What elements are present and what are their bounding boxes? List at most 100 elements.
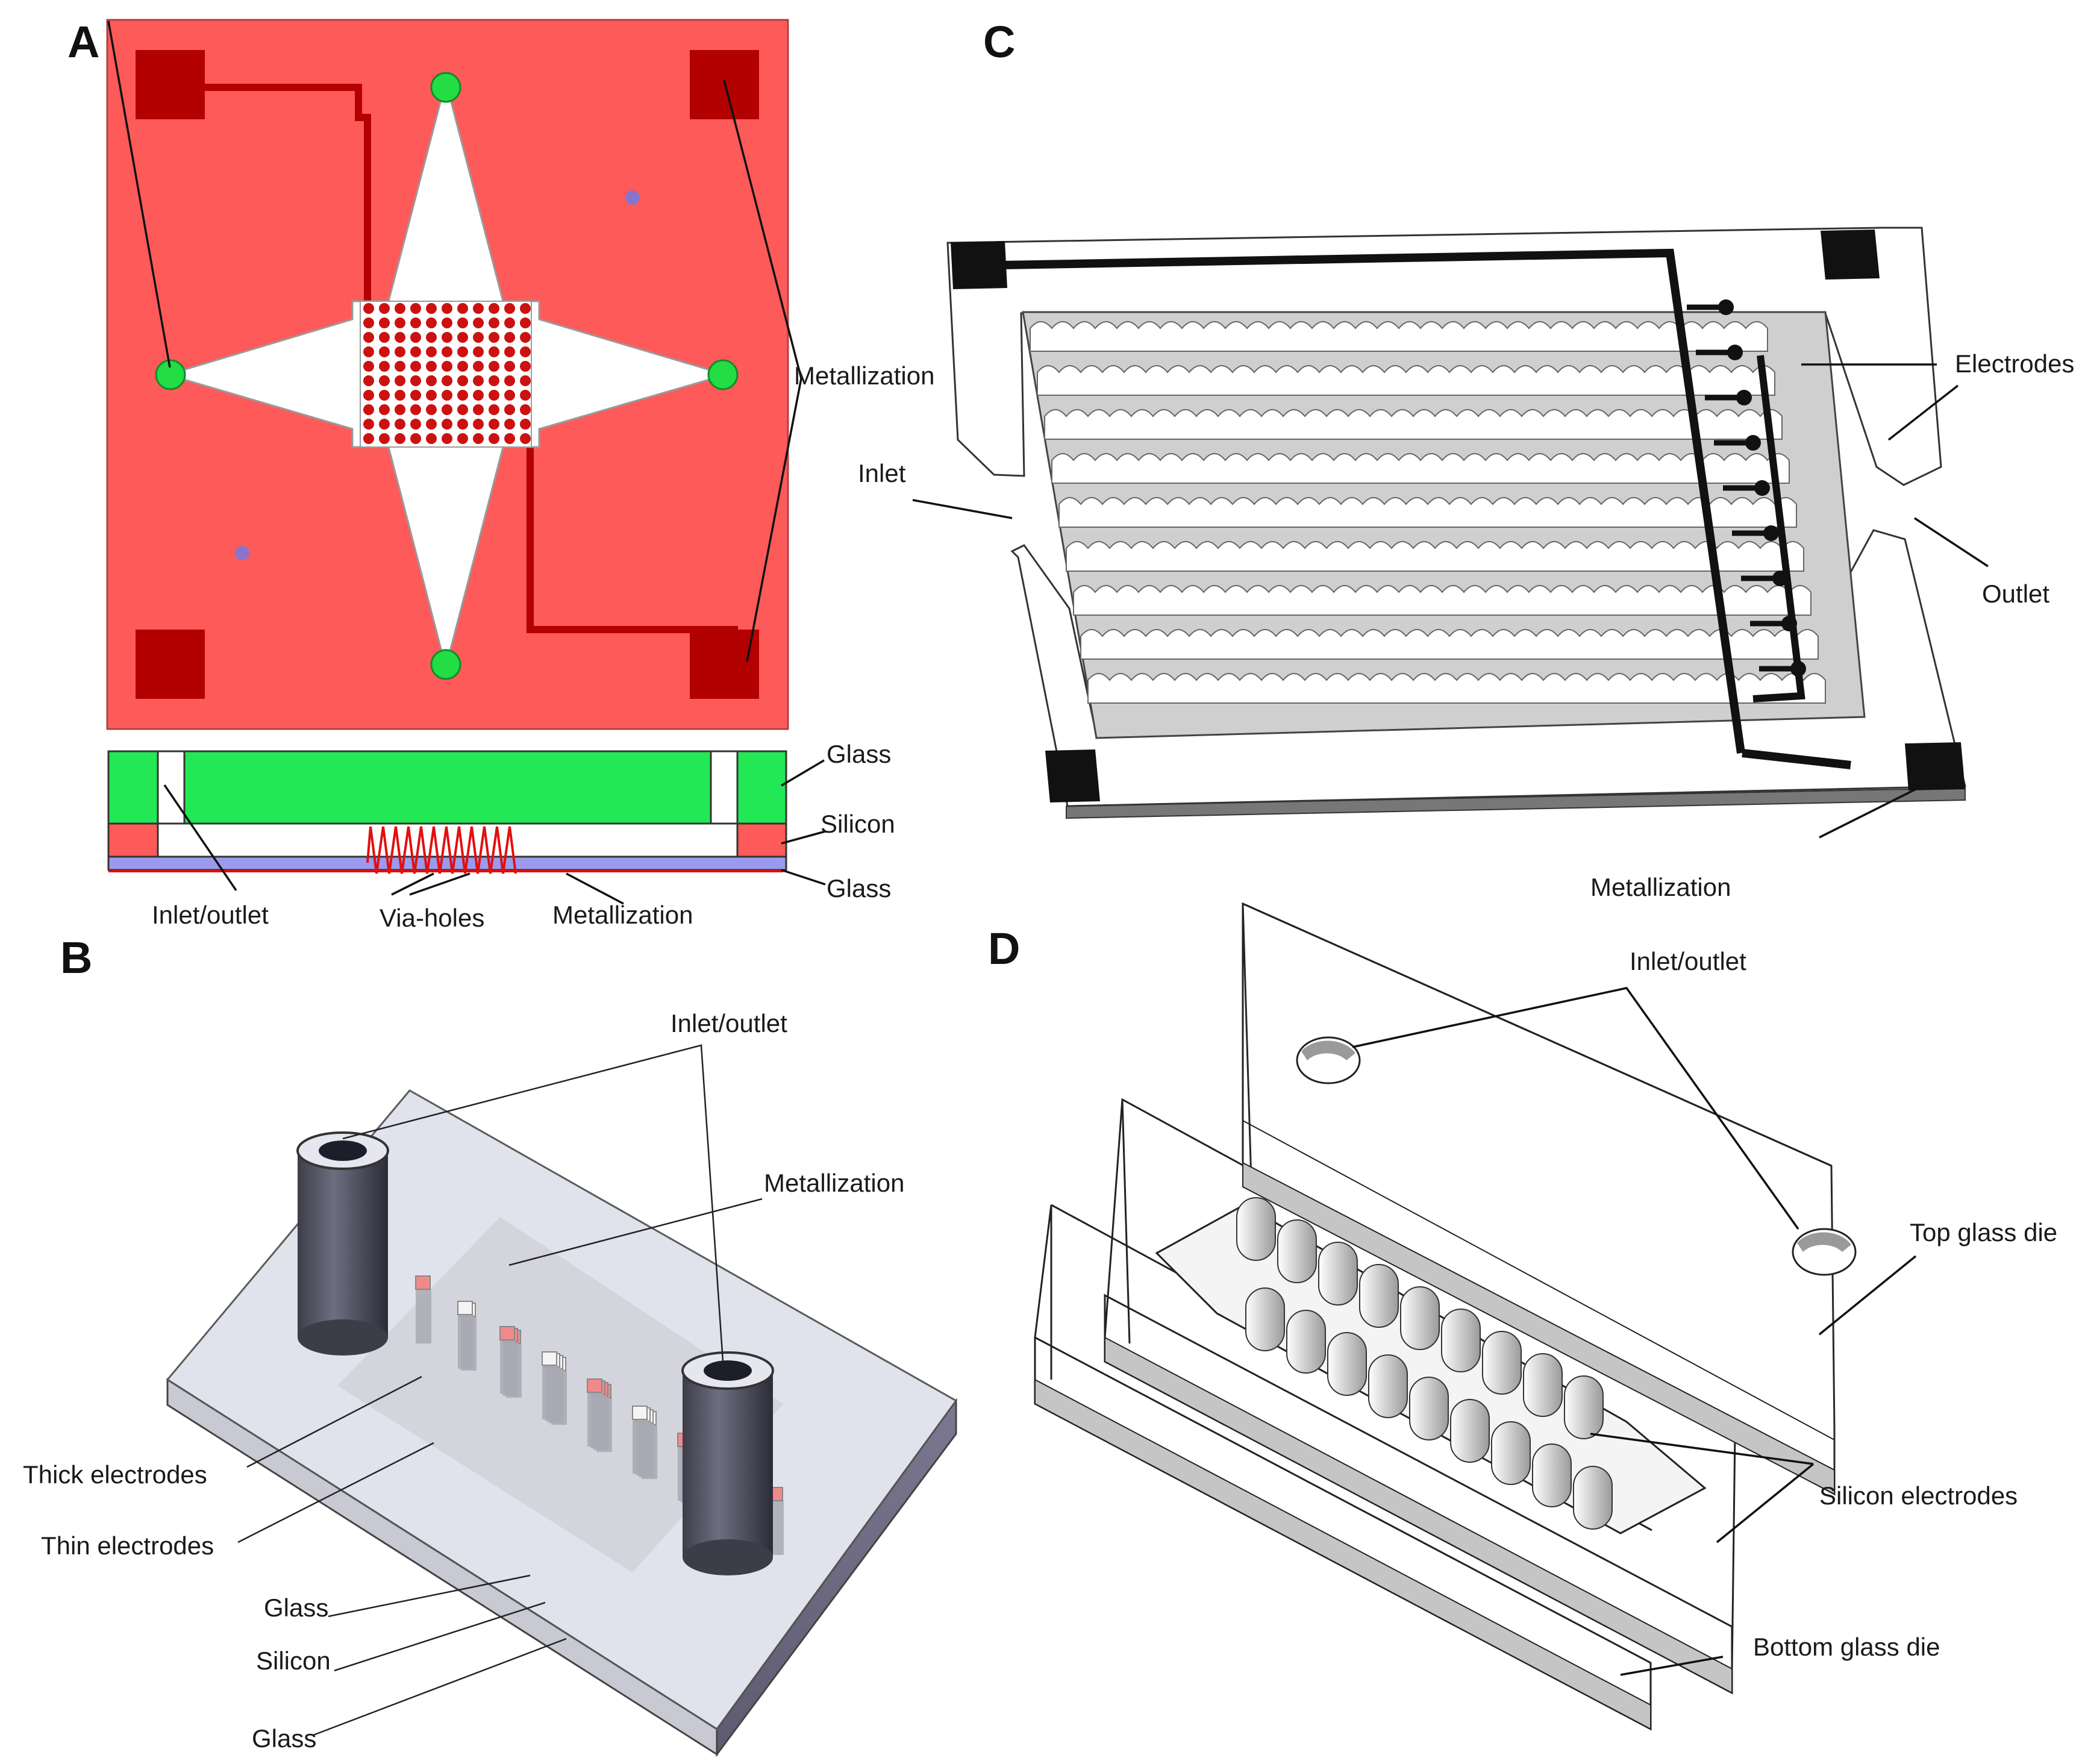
panel-c-frame-top [946, 227, 1942, 486]
panel-a-electrode-dot [395, 419, 405, 430]
panel-a-electrode-dot [363, 303, 374, 314]
panel-c-pad-top-left [951, 241, 1007, 289]
panel-a-electrode-dot [520, 390, 531, 401]
panel-a-port-left [155, 359, 186, 390]
panel-a-leader [781, 830, 826, 845]
panel-a-electrode-dot [410, 361, 421, 372]
panel-b-leader [237, 1442, 434, 1543]
panel-a-leader [746, 378, 802, 662]
panel-a-electrode-dot [363, 375, 374, 386]
panel-d-leader [1620, 1656, 1724, 1676]
panel-c-electrode-tip [1745, 435, 1761, 451]
panel-d-electrode-cell [1236, 1197, 1276, 1261]
panel-a-electrode-dot [504, 332, 515, 343]
panel-a-electrode-dot [504, 346, 515, 357]
panel-a-electrode-dot [504, 433, 515, 444]
panel-b-thick-electrode [416, 1289, 431, 1343]
panel-b-thick-electrode [587, 1392, 603, 1447]
panel-a-electrode-dot [520, 303, 531, 314]
panel-c-leader [1887, 384, 1959, 441]
panel-d-electrode-cell [1359, 1264, 1399, 1328]
panel-a-electrode-dot [489, 332, 499, 343]
panel-a-metallization-label: Metallization [794, 361, 934, 390]
panel-d-electrode-cell [1523, 1353, 1563, 1417]
panel-a-electrode-dot [379, 404, 390, 415]
panel-a-electrode-dot [520, 419, 531, 430]
panel-a-electrode-dot [426, 361, 437, 372]
panel-a-alignment-mark [625, 190, 640, 205]
panel-d-electrode-cell [1245, 1287, 1285, 1351]
panel-d-inlet-outlet-label: Inlet/outlet [1630, 947, 1746, 975]
panel-a-electrode-dot [504, 390, 515, 401]
panel-a-electrode-dot [473, 390, 484, 401]
panel-b-leader [328, 1574, 531, 1618]
panel-d-silicon-electrodes-label: Silicon electrodes [1819, 1481, 2018, 1510]
panel-c-inlet-label: Inlet [858, 459, 906, 487]
panel-a-electrode-dot [410, 433, 421, 444]
panel-a-electrode-dot [379, 419, 390, 430]
panel-c-electrode-row [1051, 453, 1790, 484]
panel-d-silicon-die [1104, 1098, 1736, 1695]
panel-a-electrode-dot [442, 332, 452, 343]
panel-b-leader [508, 1198, 763, 1266]
panel-a-glass-top-layer [107, 750, 787, 825]
panel-c-electrode-row [1030, 321, 1768, 352]
panel-a-electrode-dot [410, 346, 421, 357]
panel-a-electrode-dot [395, 317, 405, 328]
panel-a-electrode-dot [457, 404, 468, 415]
panel-a-electrode-dot [379, 317, 390, 328]
panel-b-thick-electrode [458, 1315, 474, 1369]
panel-b-leader [313, 1637, 567, 1736]
panel-a-electrode-dot [457, 390, 468, 401]
panel-a-electrode-dot [442, 346, 452, 357]
panel-a-electrode-dot [395, 433, 405, 444]
panel-a-electrode-dot [442, 404, 452, 415]
panel-a-electrode-dot [520, 346, 531, 357]
panel-d-electrode-cell [1400, 1286, 1440, 1350]
panel-b-leader [334, 1601, 546, 1672]
panel-d-electrode-cell [1318, 1242, 1358, 1306]
panel-a-electrode-dot [473, 317, 484, 328]
panel-a-electrode-dot [363, 404, 374, 415]
panel-c-electrode-tip [1754, 480, 1770, 496]
panel-a-electrode-dot [489, 361, 499, 372]
panel-b-leader [246, 1375, 422, 1468]
panel-a-electrode-dot [473, 404, 484, 415]
panel-c-trace-right [1742, 749, 1851, 769]
panel-b-tube-left [296, 1131, 389, 1356]
panel-a-leader [781, 869, 826, 886]
panel-a-electrode-dot [457, 346, 468, 357]
panel-c-electrode-row [1058, 497, 1797, 528]
panel-c-metallization-label: Metallization [1590, 873, 1731, 901]
panel-a-leader [107, 20, 171, 368]
panel-a-electrode-dot [426, 317, 437, 328]
panel-d-electrode-cell [1327, 1332, 1367, 1396]
panel-a-pad-top-left [136, 50, 205, 119]
panel-a-electrode-dot [489, 303, 499, 314]
panel-c-electrode-row [1073, 585, 1811, 616]
panel-d-electrode-cell [1368, 1354, 1408, 1418]
panel-a-electrode-dot [410, 332, 421, 343]
panel-a-electrode-dot [473, 433, 484, 444]
panel-c-trace-comb [1752, 355, 1805, 702]
panel-a-electrode-dot [395, 346, 405, 357]
panel-a-electrode-dot [395, 390, 405, 401]
panel-d-electrode-cell [1482, 1331, 1522, 1395]
panel-a-electrode-dot [504, 404, 515, 415]
panel-a-via-holes [366, 826, 517, 874]
panel-a-electrode-dot [395, 361, 405, 372]
panel-a-electrode-dot [363, 332, 374, 343]
panel-a-electrode-dot [395, 303, 405, 314]
panel-b-silicon-label: Silicon [256, 1647, 331, 1675]
panel-a-trace-bottom-right [527, 434, 738, 633]
panel-d-leader [1818, 1255, 1917, 1336]
panel-a-electrode-dot [426, 404, 437, 415]
panel-c-pad-top-right [1821, 230, 1880, 280]
panel-c-letter: C [983, 17, 1015, 67]
panel-b: B Inlet/outlet Metallizati [23, 933, 958, 1757]
panel-a-inlet-hole-left [157, 750, 186, 825]
panel-a-electrode-dot [473, 375, 484, 386]
panel-a-electrode-array [360, 301, 532, 448]
panel-d: D [988, 902, 2057, 1731]
panel-a-electrode-dot [395, 332, 405, 343]
